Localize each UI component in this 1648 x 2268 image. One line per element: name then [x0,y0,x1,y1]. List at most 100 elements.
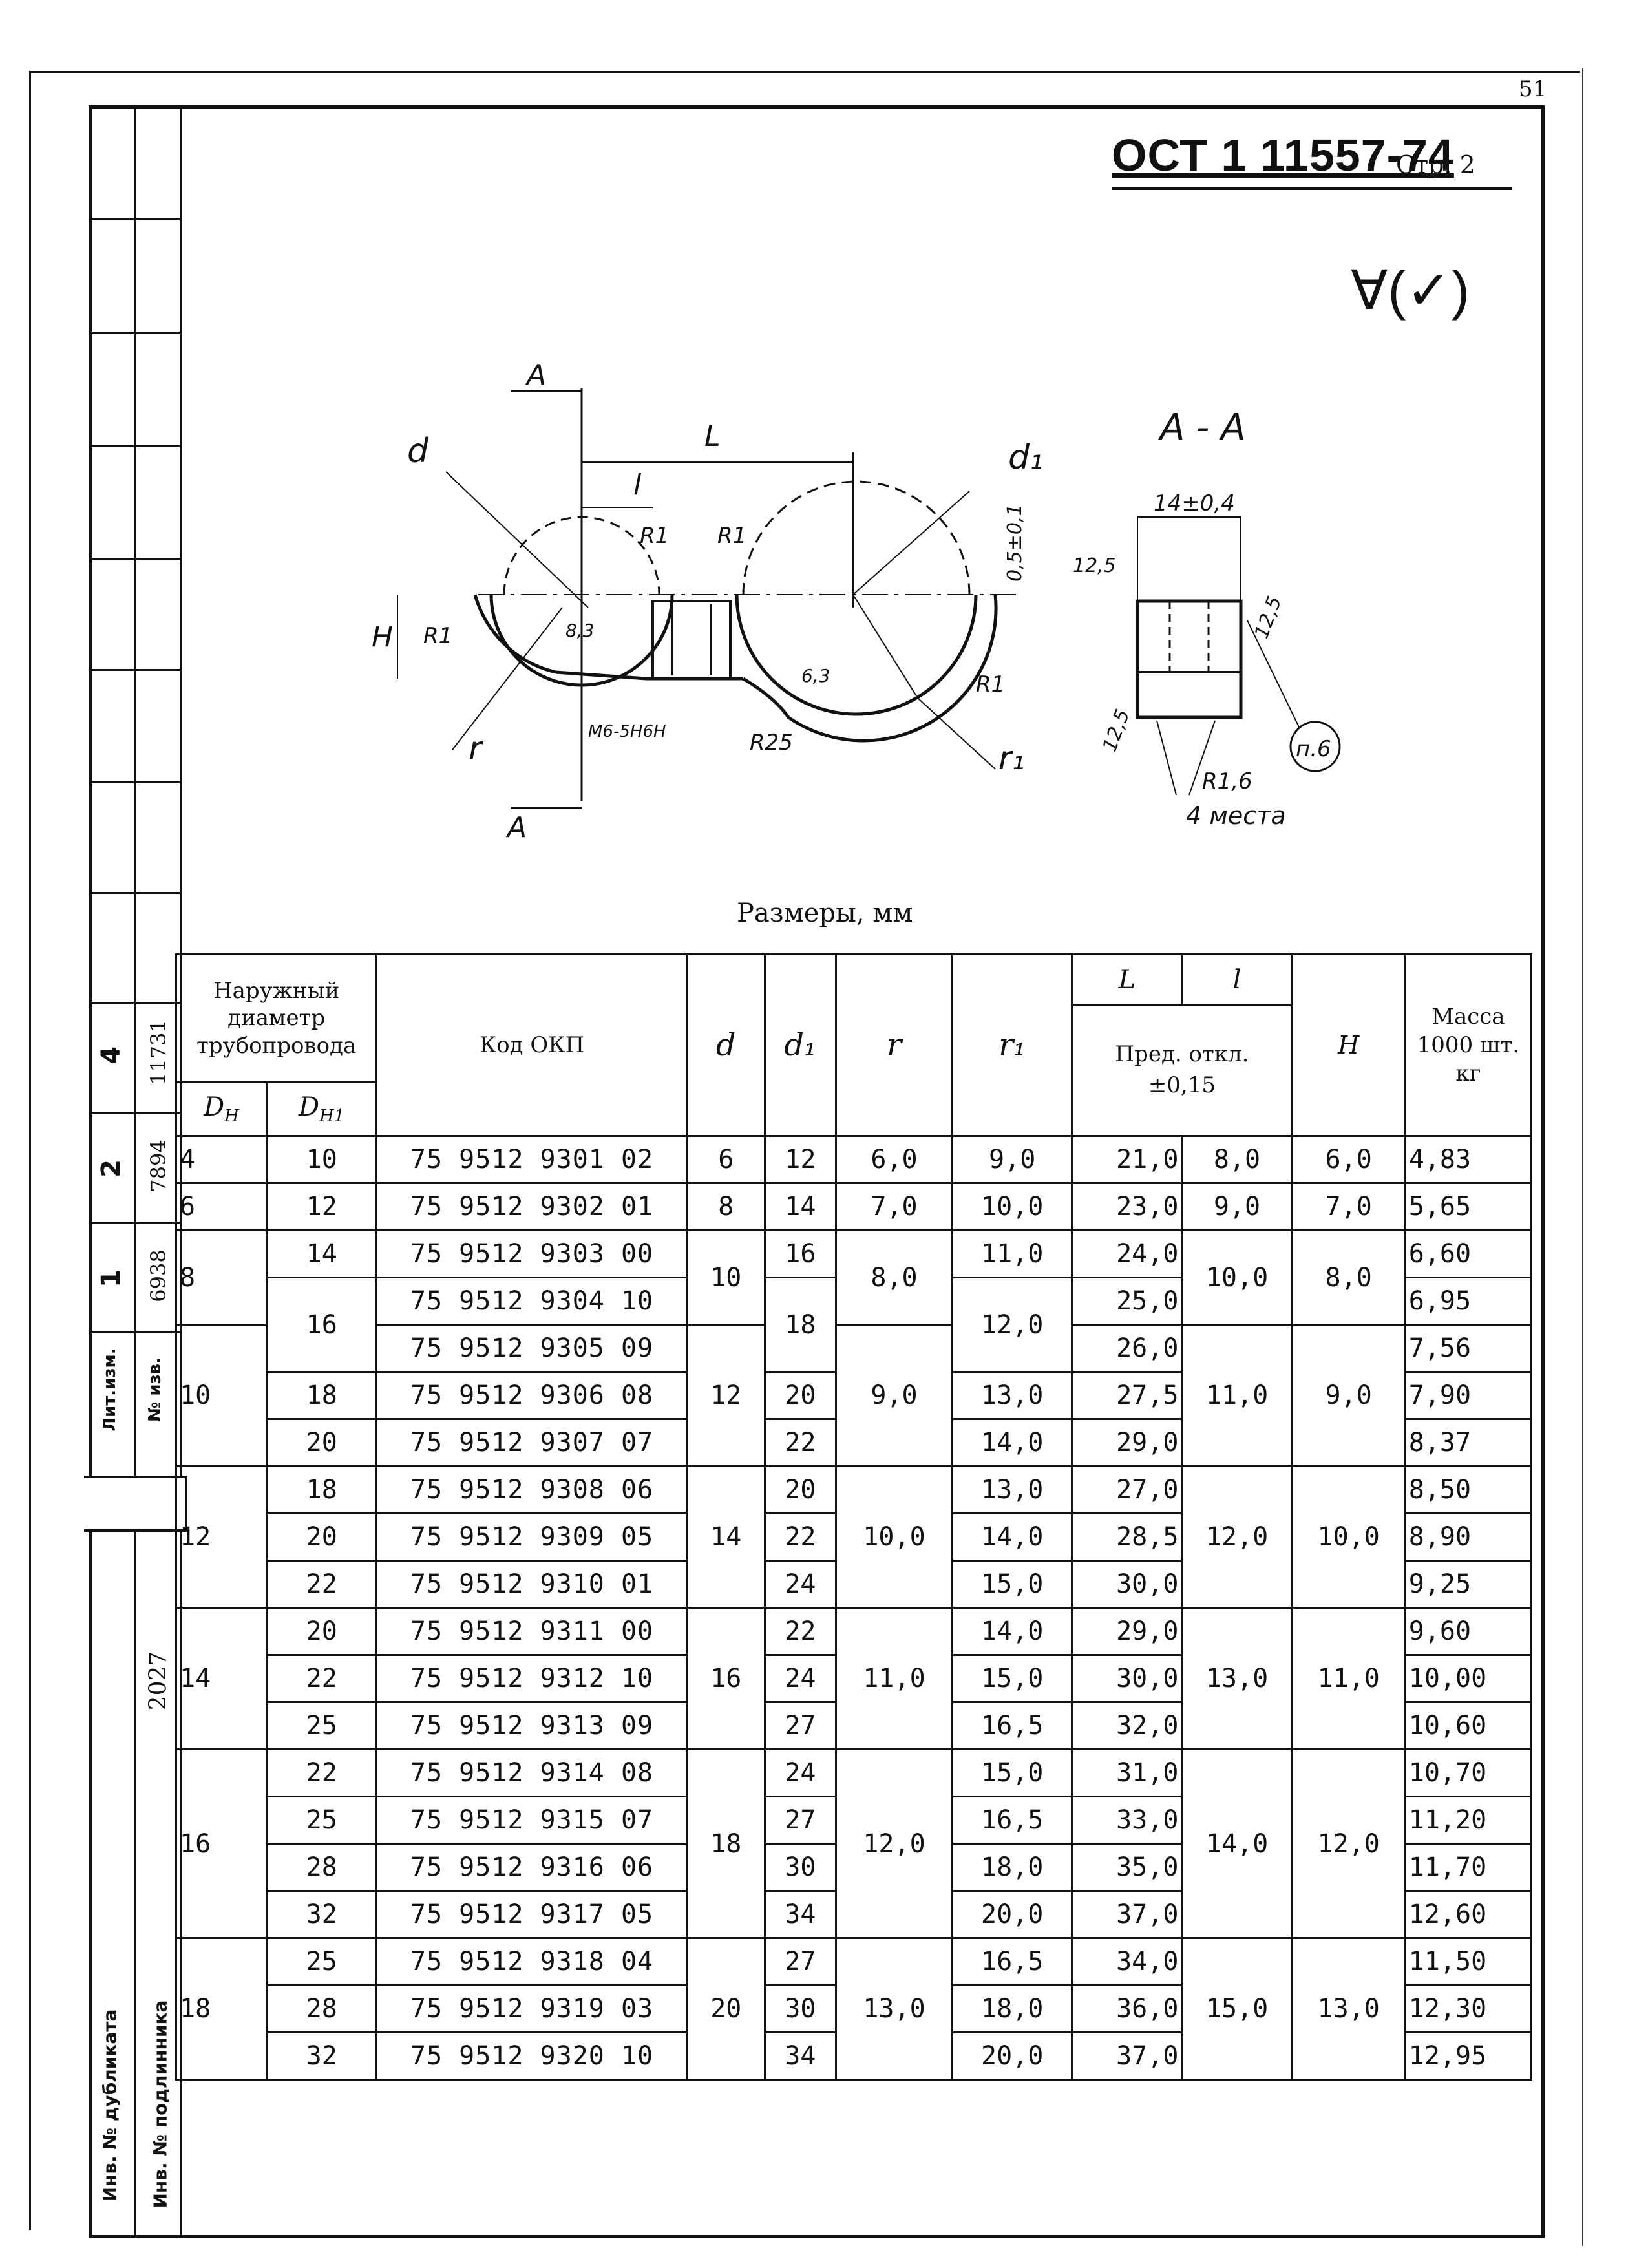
cell-mass: 6,95 [1404,1277,1533,1326]
cell-code: 75 9512 9318 04 [375,1937,688,1986]
cell-l: 12,0 [1181,1465,1293,1609]
cell-L: 27,0 [1071,1465,1183,1514]
label-rough-b: 12,5 [1251,593,1287,642]
cell-d: 10 [686,1229,766,1326]
cell-r: 9,0 [834,1324,954,1467]
cell-r1: 10,0 [951,1182,1073,1231]
cell-mass: 12,95 [1404,2031,1533,2081]
cell-d: 20 [686,1937,766,2081]
cell-r1: 18,0 [951,1843,1073,1892]
cell-H: 6,0 [1291,1135,1406,1184]
cell-L: 23,0 [1071,1182,1183,1231]
cell-r1: 15,0 [951,1654,1073,1703]
cell-d1: 18 [763,1277,837,1373]
tolerance-line-1: Пред. откл. [1115,1041,1249,1068]
header-H: H [1291,953,1406,1137]
section-mark-bottom: А [505,811,527,844]
side-cell-line [89,781,182,783]
document-header: ОСТ 1 11557-74 Стр. 2 [1112,126,1512,190]
cell-mass: 8,37 [1404,1418,1533,1467]
side-cell-line [89,445,182,447]
cell-dn: 16 [174,1748,268,1939]
cell-r1: 12,0 [951,1277,1073,1373]
cell-r1: 18,0 [951,1984,1073,2033]
orig-value: 2027 [145,1651,172,1711]
label-d1: d₁ [1008,438,1043,477]
cell-dn: 18 [174,1937,268,2081]
units-caption: Размеры, мм [737,898,913,928]
cell-dn1: 32 [266,2031,378,2081]
label-tolerance: 0,5±0,1 [1004,503,1026,582]
cell-mass: 12,60 [1404,1890,1533,1939]
label-places: 4 места [1186,801,1286,830]
header-dn1: DH1 [266,1081,378,1137]
cell-d1: 27 [763,1796,837,1845]
cell-mass: 9,60 [1404,1607,1533,1656]
cell-mass: 10,70 [1404,1748,1533,1797]
cell-code: 75 9512 9315 07 [375,1796,688,1845]
cell-code: 75 9512 9317 05 [375,1890,688,1939]
document-page: Стр. 2 [1396,151,1475,179]
cell-dn: 10 [174,1324,268,1467]
cell-r1: 14,0 [951,1607,1073,1656]
cell-d1: 27 [763,1701,837,1750]
cell-d1: 22 [763,1512,837,1562]
cell-H: 7,0 [1291,1182,1406,1231]
label-R1-c: R1 [423,623,452,649]
cell-r: 11,0 [834,1607,954,1750]
cell-d1: 24 [763,1748,837,1797]
cell-code: 75 9512 9313 09 [375,1701,688,1750]
cell-code: 75 9512 9303 00 [375,1229,688,1278]
surface-roughness-mark: ∀(✓) [1351,260,1470,321]
header-code: Код ОКП [375,953,688,1137]
cell-r1: 13,0 [951,1465,1073,1514]
cell-mass: 7,56 [1404,1324,1533,1373]
cell-L: 31,0 [1071,1748,1183,1797]
section-label: А - А [1158,407,1245,449]
cell-dn1: 32 [266,1890,378,1939]
cell-dn1: 25 [266,1701,378,1750]
orig-label: Инв. № подлинника [149,2000,171,2209]
cell-mass: 11,20 [1404,1796,1533,1845]
num-label: № изв. [145,1357,165,1422]
cell-r1: 16,5 [951,1701,1073,1750]
cell-d1: 22 [763,1607,837,1656]
cell-mass: 12,30 [1404,1984,1533,2033]
label-H: H [372,620,393,653]
page-number: 51 [1519,76,1547,102]
cell-H: 8,0 [1291,1229,1406,1326]
cell-code: 75 9512 9305 09 [375,1324,688,1373]
cell-dn: 6 [174,1182,268,1231]
cell-L: 36,0 [1071,1984,1183,2033]
label-R1-a: R1 [640,523,669,549]
cell-L: 37,0 [1071,1890,1183,1939]
cell-d: 14 [686,1465,766,1609]
cell-mass: 4,83 [1404,1135,1533,1184]
cell-d1: 16 [763,1229,837,1278]
side-cell-line [89,1002,182,1004]
cell-dn1: 16 [266,1277,378,1373]
header-d: d [686,953,766,1137]
label-l: l [633,469,642,502]
side-cell-line [89,332,182,334]
cell-r1: 16,5 [951,1937,1073,1986]
cell-mass: 5,65 [1404,1182,1533,1231]
right-clamp-arc [735,594,978,716]
cell-l: 8,0 [1181,1135,1293,1184]
cell-L: 21,0 [1071,1135,1183,1184]
dimensions-table: Наружный диаметр трубопровода Код ОКП d … [174,953,1533,2081]
cell-d1: 27 [763,1937,837,1986]
cell-dn: 4 [174,1135,268,1184]
cell-code: 75 9512 9310 01 [375,1560,688,1609]
cell-code: 75 9512 9314 08 [375,1748,688,1797]
cell-H: 9,0 [1291,1324,1406,1467]
note-bubble [1289,721,1341,772]
document-code: ОСТ 1 11557-74 [1112,130,1454,180]
header-tolerance: Пред. откл. ±0,15 [1071,1004,1293,1137]
cell-r1: 11,0 [951,1229,1073,1278]
cell-code: 75 9512 9319 03 [375,1984,688,2033]
